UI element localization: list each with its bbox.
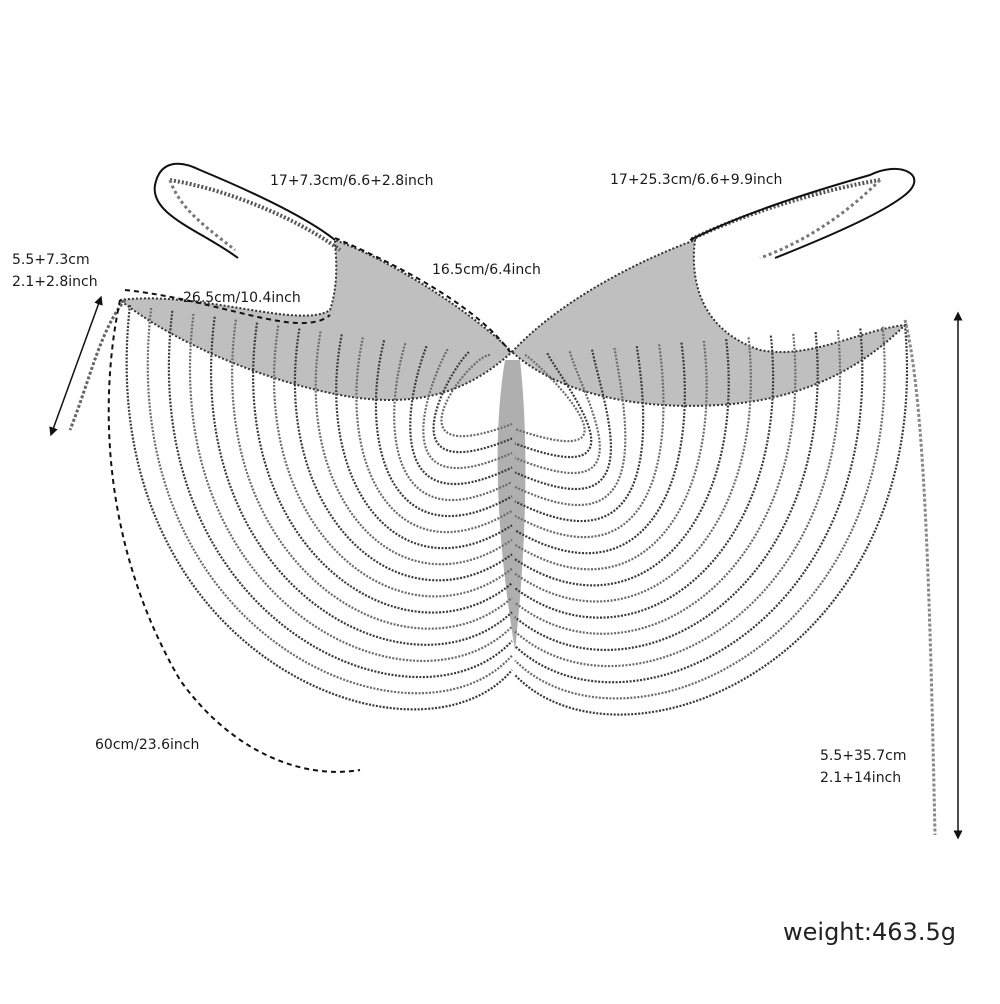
- drape-chain-strand: [314, 331, 513, 566]
- drape-chain-strand: [231, 319, 513, 630]
- right-strap-guide-line: [689, 167, 916, 259]
- left-cup-mesh: [117, 238, 514, 401]
- right-extension-measurement: 5.5+35.7cm 2.1+14inch: [820, 745, 907, 789]
- drape-chain-strand: [514, 346, 645, 523]
- drape-length-measurement: 60cm/23.6inch: [95, 737, 200, 753]
- left-extension-measurement: 5.5+7.3cm 2.1+2.8inch: [12, 249, 98, 293]
- drape-chain-strand: [293, 328, 513, 582]
- drape-chain-strand: [374, 340, 513, 518]
- right-strap-extender: [759, 178, 882, 260]
- left-extension-inch: 2.1+2.8inch: [12, 274, 98, 290]
- drape-chain-strand: [514, 353, 586, 443]
- drape-chain-strand: [272, 325, 513, 598]
- left-extension-arrow: [49, 295, 103, 437]
- drape-chain-strand: [125, 304, 513, 711]
- drape-chain-strand: [409, 345, 513, 485]
- right-strap-measurement: 17+25.3cm/6.6+9.9inch: [610, 172, 783, 188]
- drape-chain-strand: [514, 331, 819, 652]
- drape-chain-strand: [514, 342, 686, 555]
- drape-chain-strand: [335, 334, 513, 550]
- drape-chain-strand: [252, 322, 513, 614]
- drape-chain-strand: [514, 338, 730, 587]
- drape-chain-strand: [440, 353, 513, 438]
- drape-chain-strand: [514, 344, 665, 539]
- left-extension-cm: 5.5+7.3cm: [12, 252, 90, 268]
- right-side-extender-chain: [903, 319, 937, 836]
- center-chain-column: [497, 360, 526, 650]
- drape-chain-strand: [167, 310, 513, 679]
- right-cup-mesh: [510, 238, 908, 407]
- drape-chain-strand: [432, 351, 513, 454]
- drape-chain-strand: [188, 313, 513, 662]
- drape-chain-strand: [393, 342, 513, 502]
- drape-chain-strand: [514, 335, 775, 619]
- cup-top-guide-line: [124, 289, 331, 324]
- drape-chain-strand: [514, 340, 708, 571]
- left-drape-chains: [125, 304, 513, 711]
- right-drape-chains: [514, 324, 908, 716]
- cup-top-measurement: 26.5cm/10.4inch: [183, 290, 301, 306]
- drape-chain-strand: [514, 351, 601, 474]
- drape-chain-strand: [514, 324, 908, 716]
- drape-chain-strand: [146, 307, 513, 695]
- drape-chain-strand: [210, 316, 513, 646]
- left-strap-extender: [168, 179, 236, 252]
- cup-inner-measurement: 16.5cm/6.4inch: [432, 262, 541, 278]
- drape-chain-strand: [355, 337, 513, 534]
- cup-inner-guide-line: [334, 237, 511, 353]
- right-strap-chain: [689, 178, 881, 242]
- left-strap-guide-line: [153, 162, 336, 259]
- drape-guide-line: [107, 299, 361, 773]
- weight-label: weight:463.5g: [783, 918, 956, 946]
- drape-chain-strand: [514, 330, 841, 668]
- drape-chain-strand: [514, 349, 612, 490]
- drape-chain-strand: [514, 333, 797, 635]
- drape-chain-strand: [514, 337, 752, 603]
- drape-chain-strand: [514, 352, 593, 459]
- right-extension-cm: 5.5+35.7cm: [820, 748, 907, 764]
- left-strap-chain: [169, 178, 342, 252]
- right-extension-inch: 2.1+14inch: [820, 770, 902, 786]
- left-strap-measurement: 17+7.3cm/6.6+2.8inch: [270, 173, 434, 189]
- drape-chain-strand: [422, 348, 513, 470]
